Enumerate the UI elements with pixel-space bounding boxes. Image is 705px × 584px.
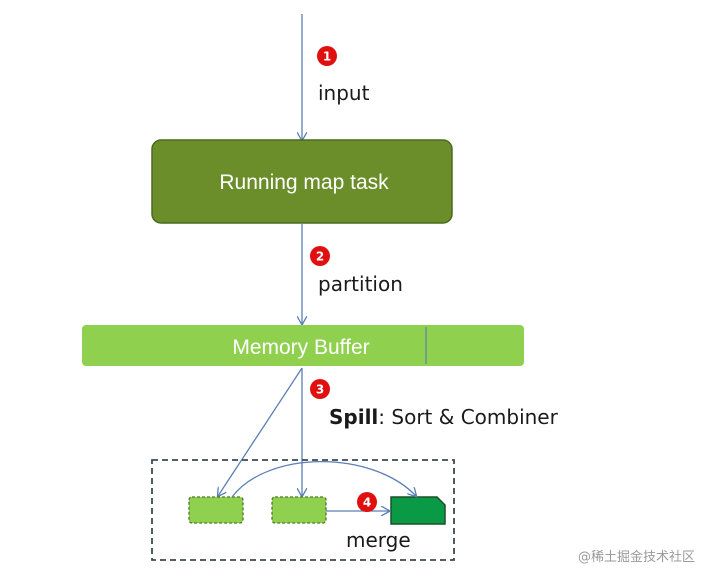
partition-label: partition xyxy=(318,272,403,296)
merged-output-file xyxy=(390,496,446,525)
running-map-task-box xyxy=(151,139,453,224)
spill-files-container xyxy=(151,459,455,561)
spill-arrow-left xyxy=(218,367,303,496)
svg-text:4: 4 xyxy=(363,496,371,510)
spill-file-2 xyxy=(271,496,327,524)
spill-label: Spill: Sort & Combiner xyxy=(329,405,559,429)
step-3-badge: 3 xyxy=(310,379,330,399)
memory-buffer-bar xyxy=(82,325,524,366)
spill-file-1 xyxy=(188,496,244,524)
step-1-badge: 1 xyxy=(317,46,337,66)
step-4-badge: 4 xyxy=(357,492,377,512)
memory-buffer-label: Memory Buffer xyxy=(232,336,369,359)
running-map-task-label: Running map task xyxy=(219,171,389,194)
svg-text:1: 1 xyxy=(323,50,331,64)
watermark: @稀土掘金技术社区 xyxy=(578,549,695,565)
merge-arc-arrow xyxy=(231,460,416,497)
svg-text:3: 3 xyxy=(316,383,324,397)
svg-text:2: 2 xyxy=(316,250,324,264)
step-2-badge: 2 xyxy=(310,246,330,266)
input-label: input xyxy=(318,81,370,105)
merge-label: merge xyxy=(346,528,411,552)
